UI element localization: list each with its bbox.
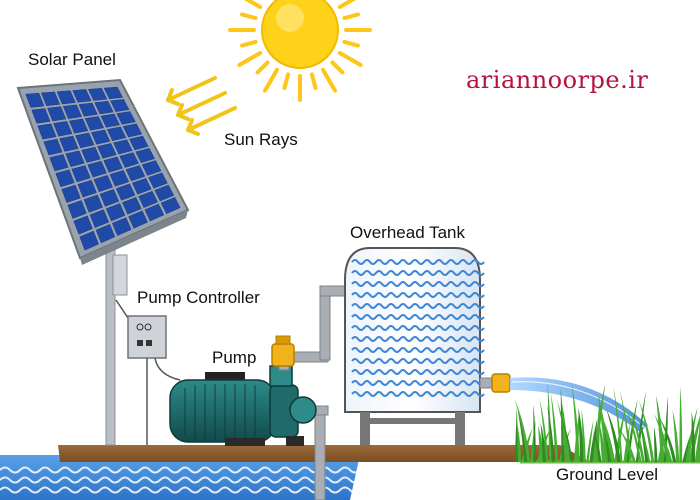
tank-outlet — [479, 373, 648, 432]
label-pump-controller: Pump Controller — [137, 288, 260, 307]
sun-icon — [228, 0, 372, 102]
label-overhead-tank: Overhead Tank — [350, 223, 465, 242]
overhead-tank-icon — [344, 247, 485, 445]
watermark-text: ariannoorpe.ir — [466, 66, 649, 94]
panel-pole — [105, 229, 129, 446]
solar-panel-icon — [16, 78, 190, 265]
grass-icon — [514, 382, 700, 462]
water-source — [0, 455, 361, 500]
pump-icon — [169, 365, 317, 446]
valve-icon — [271, 335, 295, 367]
pump-controller-box — [127, 315, 181, 445]
sun-rays-arrows-icon — [166, 76, 237, 136]
label-pump: Pump — [212, 348, 257, 367]
label-ground-level: Ground Level — [556, 465, 659, 484]
label-sun-rays: Sun Rays — [224, 130, 298, 149]
label-solar-panel: Solar Panel — [28, 50, 116, 69]
